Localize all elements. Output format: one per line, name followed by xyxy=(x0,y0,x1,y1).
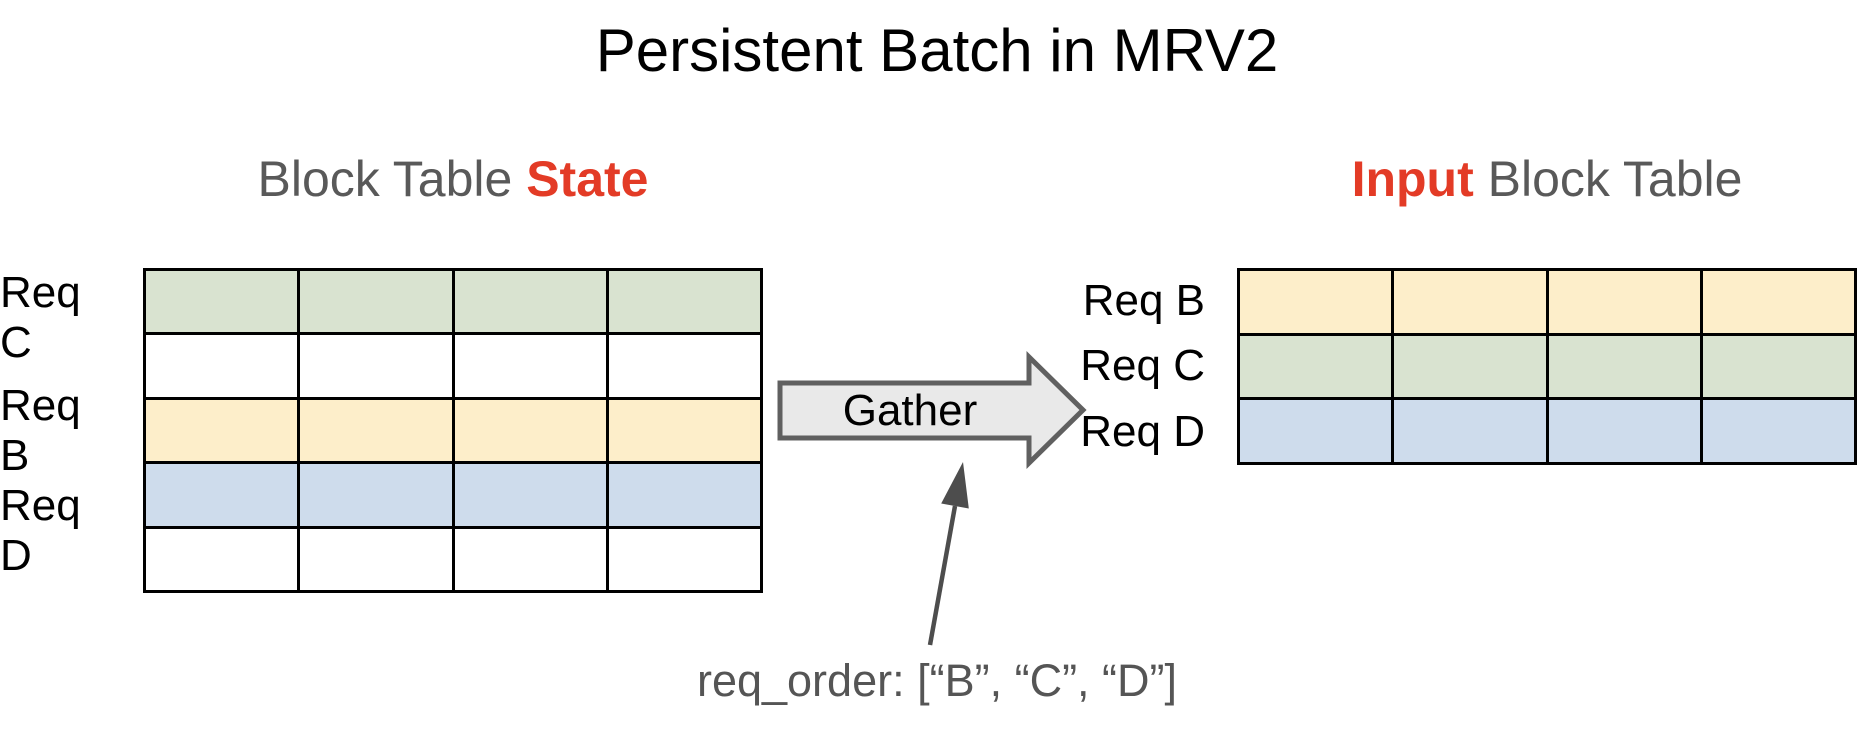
input-table-grid xyxy=(1237,268,1857,465)
input-table-heading-highlight: Input xyxy=(1351,151,1474,207)
block-cell xyxy=(1702,400,1854,462)
state-table-grid xyxy=(143,268,763,593)
block-cell xyxy=(146,399,298,462)
input-block-table: Req B Req C Req D xyxy=(1040,268,1857,465)
block-cell xyxy=(608,399,760,462)
block-cell xyxy=(1394,335,1546,398)
gather-arrow-label: Gather xyxy=(842,385,978,435)
gather-arrow-icon xyxy=(777,351,1087,469)
block-cell xyxy=(1394,271,1546,333)
block-cell xyxy=(454,399,606,462)
row-label: Req D xyxy=(1080,407,1205,457)
block-cell xyxy=(146,464,298,526)
block-cell xyxy=(300,335,452,397)
block-cell xyxy=(146,335,298,397)
block-cell xyxy=(608,271,760,333)
input-table-heading-suffix: Block Table xyxy=(1473,151,1743,207)
block-cell xyxy=(1548,400,1700,462)
block-cell xyxy=(608,528,760,590)
block-cell xyxy=(454,528,606,590)
block-cell xyxy=(1702,271,1854,333)
diagram-title: Persistent Batch in MRV2 xyxy=(595,17,1279,84)
block-cell xyxy=(300,399,452,462)
row-label: Req D xyxy=(0,480,81,580)
block-cell xyxy=(1548,335,1700,398)
block-cell xyxy=(300,528,452,590)
block-cell xyxy=(1702,335,1854,398)
row-label: Req B xyxy=(0,380,81,480)
row-label: Req C xyxy=(0,268,81,367)
block-cell xyxy=(146,271,298,333)
block-cell xyxy=(608,335,760,397)
state-table-heading: Block Table State xyxy=(143,150,763,208)
block-cell xyxy=(608,464,760,526)
block-cell xyxy=(1394,400,1546,462)
block-cell xyxy=(300,271,452,333)
state-table-heading-highlight: State xyxy=(526,151,649,207)
block-cell xyxy=(1240,400,1392,462)
block-cell xyxy=(1240,271,1392,333)
input-table-heading: Input Block Table xyxy=(1237,150,1857,208)
block-cell xyxy=(454,464,606,526)
block-cell xyxy=(1548,271,1700,333)
row-label: Req C xyxy=(1080,341,1205,391)
req-order-pointer-arrow-icon xyxy=(927,462,969,646)
block-cell xyxy=(146,528,298,590)
block-cell xyxy=(300,464,452,526)
req-order-annotation: req_order: [“B”, “C”, “D”] xyxy=(696,655,1178,706)
row-label: Req B xyxy=(1082,275,1205,325)
block-cell xyxy=(454,335,606,397)
state-table-heading-prefix: Block Table xyxy=(257,151,527,207)
block-cell xyxy=(1240,335,1392,398)
row-label xyxy=(0,368,143,381)
row-label xyxy=(0,581,143,594)
block-cell xyxy=(454,271,606,333)
input-table-row-labels: Req B Req C Req D xyxy=(1040,268,1237,465)
